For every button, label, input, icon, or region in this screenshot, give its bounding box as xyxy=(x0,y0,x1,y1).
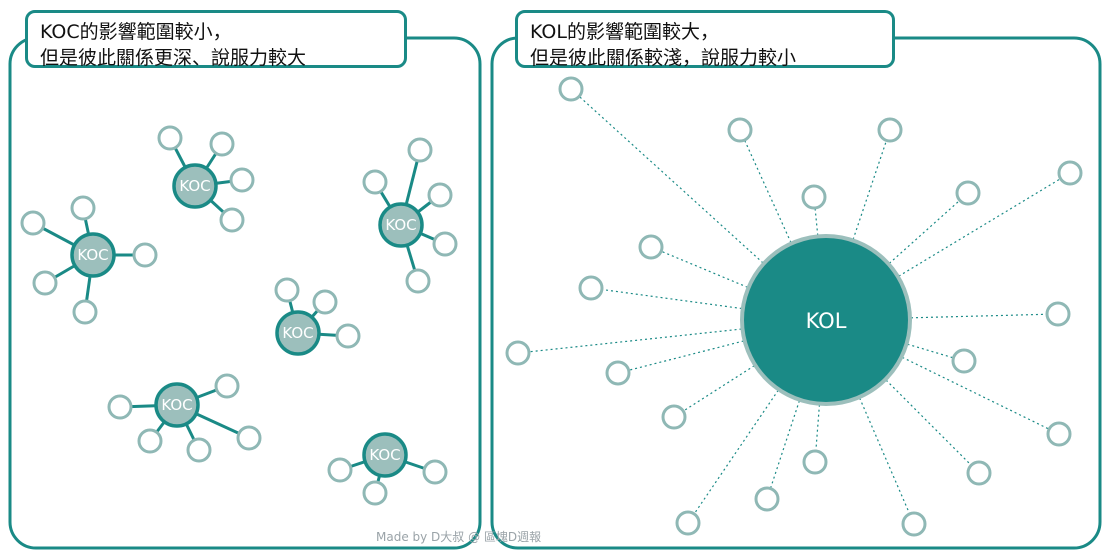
kol-weak-tie xyxy=(825,129,891,321)
koc-hub-label: KOC xyxy=(77,246,108,264)
follower-node xyxy=(661,404,687,430)
left-title-line1: KOC的影響範圍較小， xyxy=(40,21,232,43)
koc-cluster: KOC xyxy=(20,195,158,325)
follower-node xyxy=(20,210,46,236)
kol-weak-tie xyxy=(570,88,827,321)
follower-node xyxy=(219,207,245,233)
follower-node xyxy=(362,480,388,506)
follower-node xyxy=(578,275,604,301)
follower-node xyxy=(1057,160,1083,186)
follower-node xyxy=(966,460,992,486)
follower-node xyxy=(209,131,235,157)
left-panel-title: KOC的影響範圍較小， 但是彼此關係更深、說服力較大 xyxy=(25,10,407,69)
follower-node xyxy=(432,231,458,257)
follower-node xyxy=(422,459,448,485)
koc-cluster: KOC xyxy=(362,137,458,294)
follower-node xyxy=(727,117,753,143)
right-title-line2: 但是彼此關係較淺，說服力較小 xyxy=(530,47,797,69)
follower-node xyxy=(157,125,183,151)
follower-node xyxy=(32,270,58,296)
koc-hub-label: KOC xyxy=(161,396,192,414)
kol-hub-label: KOL xyxy=(806,309,847,333)
follower-node xyxy=(229,167,255,193)
follower-node xyxy=(558,76,584,102)
koc-hub-node xyxy=(172,163,218,209)
koc-hub-node xyxy=(275,310,321,356)
right-title-line1: KOL的影響範圍較大， xyxy=(530,21,719,43)
koc-hub-label: KOC xyxy=(179,177,210,195)
follower-node xyxy=(312,289,338,315)
follower-node xyxy=(186,437,212,463)
koc-hub-label: KOC xyxy=(385,216,416,234)
follower-node xyxy=(802,449,828,475)
left-panel-frame xyxy=(8,36,482,550)
right-panel-title: KOL的影響範圍較大， 但是彼此關係較淺，說服力較小 xyxy=(515,10,895,69)
follower-node xyxy=(801,184,827,210)
follower-node xyxy=(107,394,133,420)
koc-cluster: KOC xyxy=(107,373,262,463)
follower-node xyxy=(754,486,780,512)
follower-node xyxy=(236,425,262,451)
credit-text: Made by D大叔 @ 區塊D週報 xyxy=(376,530,542,544)
follower-node xyxy=(274,277,300,303)
follower-node xyxy=(132,242,158,268)
koc-cluster: KOC xyxy=(327,432,448,506)
follower-node xyxy=(335,323,361,349)
follower-node xyxy=(1045,301,1071,327)
left-title-line2: 但是彼此關係更深、說服力較大 xyxy=(40,47,307,69)
kol-hub-node xyxy=(740,234,912,406)
follower-node xyxy=(951,348,977,374)
follower-node xyxy=(407,137,433,163)
follower-node xyxy=(675,510,701,536)
follower-node xyxy=(955,180,981,206)
koc-hub-node xyxy=(378,202,424,248)
koc-hub-label: KOC xyxy=(369,446,400,464)
koc-hub-label: KOC xyxy=(282,324,313,342)
koc-hub-node xyxy=(154,382,200,428)
kol-weak-tie xyxy=(825,319,1060,435)
follower-node xyxy=(214,373,240,399)
follower-node xyxy=(405,268,431,294)
koc-networks: KOC KOC KOC KOC KOC KOC xyxy=(20,125,458,506)
kol-network: KOL xyxy=(505,76,1083,537)
koc-hub-node xyxy=(362,432,408,478)
follower-node xyxy=(327,457,353,483)
koc-cluster: KOC xyxy=(274,277,361,356)
follower-node xyxy=(362,169,388,195)
follower-node xyxy=(137,428,163,454)
follower-node xyxy=(70,195,96,221)
follower-node xyxy=(1046,421,1072,447)
follower-node xyxy=(505,340,531,366)
follower-node xyxy=(605,360,631,386)
follower-node xyxy=(877,117,903,143)
follower-node xyxy=(901,511,927,537)
kol-weak-tie xyxy=(825,313,1059,321)
follower-node xyxy=(638,234,664,260)
follower-node xyxy=(427,182,453,208)
koc-hub-node xyxy=(70,232,116,278)
kol-weak-tie xyxy=(825,319,915,525)
follower-node xyxy=(72,299,98,325)
koc-cluster: KOC xyxy=(157,125,255,233)
